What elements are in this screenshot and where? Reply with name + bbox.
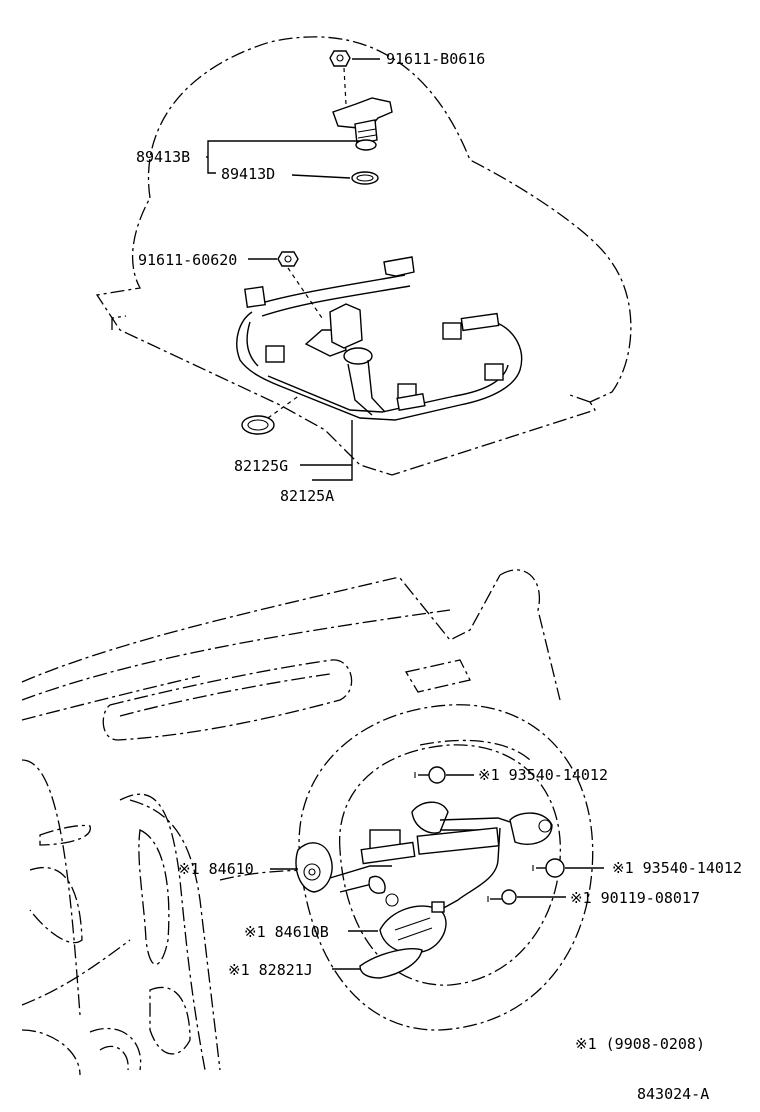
label-bolt-harness[interactable]: 91611-60620 [138,251,237,269]
label-switch-left[interactable]: ※1 84610 [178,860,254,878]
steering-wheel-outline [298,704,594,1031]
engine-outline [95,36,632,476]
label-bolt-top[interactable]: 91611-B0616 [386,50,485,68]
label-grommet[interactable]: 82125G [234,457,288,475]
label-o-ring[interactable]: 89413D [221,165,275,183]
screw-lower-icon[interactable] [487,889,517,905]
footnote: ※1 (9908-0208) [575,1035,705,1053]
grommet-icon[interactable] [241,415,275,435]
dashboard-outline [21,574,501,683]
bolt-top-icon[interactable] [329,50,351,67]
label-cover[interactable]: ※1 82821J [228,961,313,979]
label-sensor[interactable]: 89413B [136,148,190,166]
upper-assembly: 91611-B0616 89413B 89413D 91611-60620 [95,36,632,505]
label-switch-lower[interactable]: ※1 84610B [244,923,329,941]
label-screw-upper[interactable]: ※1 93540-14012 [478,766,608,784]
lower-assembly: ※1 93540-14012 ※1 84610 [21,569,742,1103]
screw-right-icon[interactable] [532,858,565,878]
switch-left-icon[interactable] [295,842,333,893]
cam-sensor-icon[interactable] [332,97,393,151]
wiring-harness-icon[interactable] [236,256,523,421]
o-ring-icon[interactable] [351,171,379,185]
bolt-harness-icon[interactable] [277,251,299,267]
switch-lower-icon[interactable] [379,893,447,954]
screw-upper-icon[interactable] [414,766,446,784]
steering-switch-assembly-icon[interactable] [329,801,553,911]
label-harness[interactable]: 82125A [280,487,334,505]
label-screw-right[interactable]: ※1 93540-14012 [612,859,742,877]
drawing-number: 843024-A [637,1085,709,1103]
cover-icon[interactable] [359,948,423,979]
label-screw-lower[interactable]: ※1 90119-08017 [570,889,700,907]
